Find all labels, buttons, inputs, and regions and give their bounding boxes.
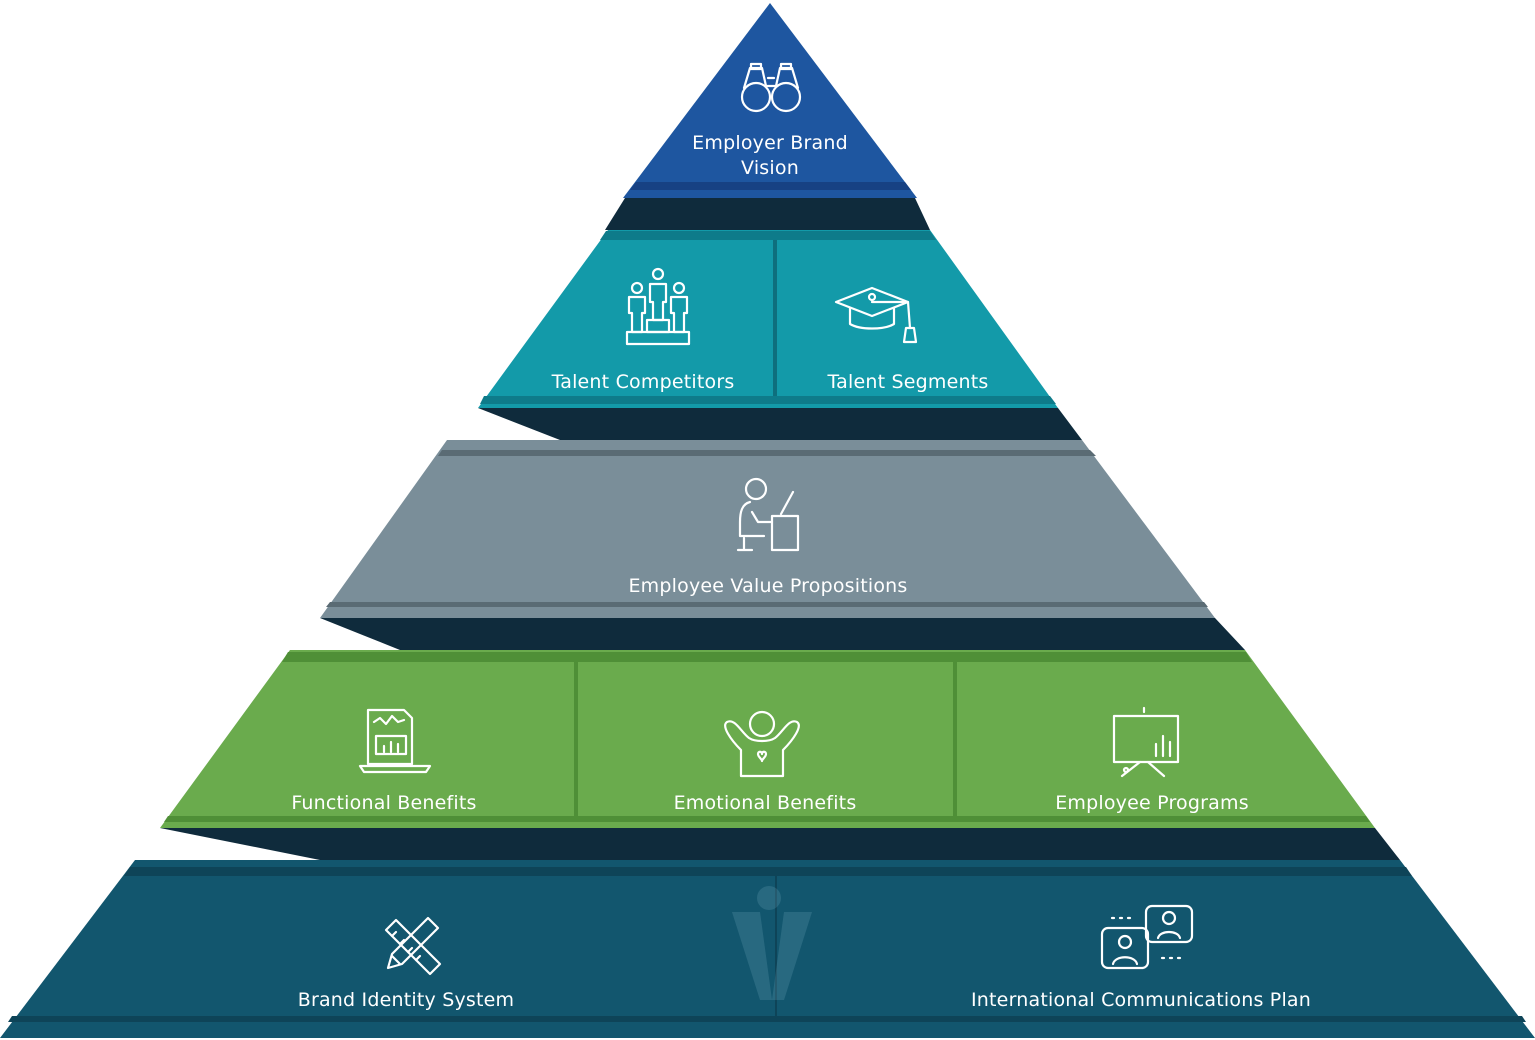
evp-bottom-stripe <box>326 602 1208 607</box>
video-chat-icon <box>1100 904 1194 970</box>
talent-trapezoid <box>478 230 1058 408</box>
evp-trapezoid <box>320 440 1215 618</box>
talent-bottom-stripe <box>480 396 1056 404</box>
benefits-bottom-stripe <box>164 816 1370 822</box>
podium-people-icon <box>625 267 691 346</box>
laptop-report-icon <box>358 708 432 774</box>
vision-title-line1: Employer Brand <box>692 132 848 154</box>
tier-evp: Employee Value Propositions <box>320 440 1215 618</box>
vision-title-line2: Vision <box>741 157 799 179</box>
talent-competitors-label: Talent Competitors <box>551 371 735 393</box>
brand-identity-label: Brand Identity System <box>298 989 515 1011</box>
pencil-ruler-icon <box>384 916 442 976</box>
tier-vision: Employer Brand Vision <box>623 3 917 198</box>
watermark-logo-icon <box>732 886 812 1000</box>
tier-foundation: Brand Identity System International Comm… <box>0 860 1535 1038</box>
functional-benefits-label: Functional Benefits <box>291 792 476 814</box>
talent-segments-label: Talent Segments <box>826 371 988 393</box>
presentation-board-icon <box>1112 706 1180 778</box>
tier-benefits: Functional Benefits Emotional Benefits E… <box>160 650 1375 828</box>
tier-talent: Talent Competitors Talent Segments <box>478 230 1058 408</box>
person-at-desk-icon <box>736 477 800 552</box>
employee-programs-label: Employee Programs <box>1055 792 1249 814</box>
evp-top-stripe <box>438 450 1096 456</box>
tier-shadow <box>478 408 1082 440</box>
foundation-top-stripe <box>124 867 1412 876</box>
graduation-cap-icon <box>834 286 918 344</box>
benefits-trapezoid <box>160 650 1375 828</box>
talent-top-stripe <box>600 231 936 240</box>
vision-stripe <box>630 182 911 190</box>
benefits-top-stripe <box>282 652 1252 662</box>
foundation-trapezoid <box>0 860 1535 1038</box>
happy-person-icon <box>724 710 800 778</box>
tier-shadow <box>320 618 1245 650</box>
binoculars-icon <box>740 62 802 113</box>
tier-shadow <box>605 198 930 230</box>
tier-shadow <box>160 828 1400 860</box>
communications-plan-label: International Communications Plan <box>971 989 1311 1011</box>
foundation-bottom-stripe <box>8 1016 1526 1022</box>
evp-label: Employee Value Propositions <box>628 575 907 597</box>
emotional-benefits-label: Emotional Benefits <box>674 792 857 814</box>
